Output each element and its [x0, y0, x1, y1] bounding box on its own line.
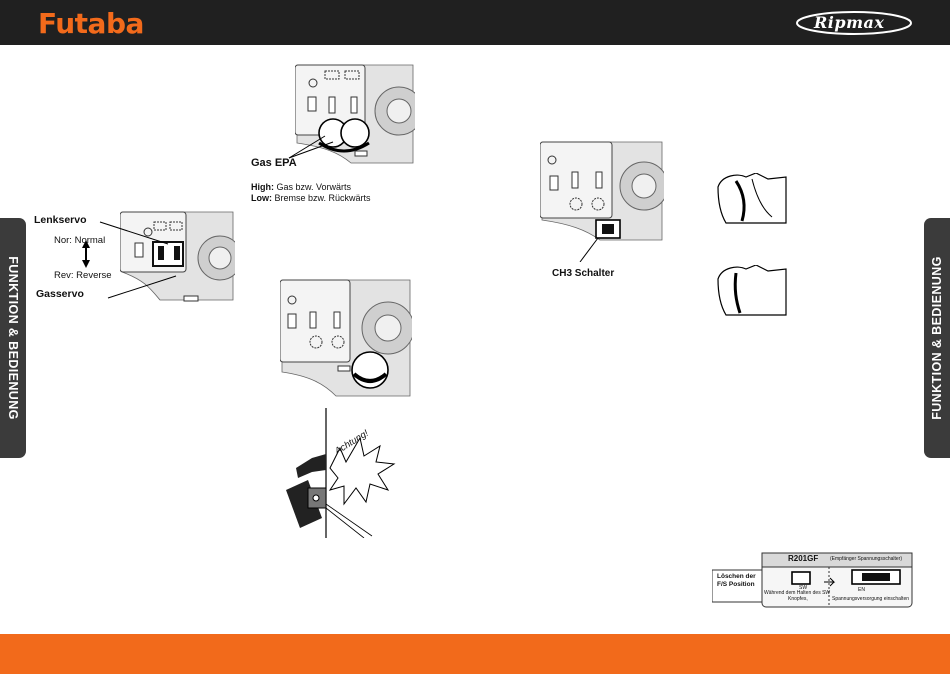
en-label: EN: [858, 587, 865, 593]
clear-title-1: Löschen der: [717, 573, 756, 580]
sw-label: SW: [799, 585, 808, 591]
gas-epa-title: Gas EPA: [251, 157, 297, 169]
transmitter-trim-figure: [280, 279, 412, 397]
receiver-switch-label: (Empfänger Spannungsschalter): [830, 556, 902, 562]
transmitter-ch3-figure: [540, 141, 664, 262]
press-line-2: Knopfes,: [788, 596, 808, 602]
warning-figure: [286, 408, 396, 538]
side-tab-left-label: FUNKTION & BEDIENUNG: [6, 256, 20, 420]
transmitter-servo-figure: [120, 211, 235, 302]
gasservo-label: Gasservo: [36, 288, 84, 300]
press-line-1: Während dem Halten des SW: [764, 590, 831, 596]
side-tab-right-label: FUNKTION & BEDIENUNG: [930, 256, 944, 420]
epa-high-line: High: Gas bzw. Vorwärts: [251, 182, 352, 192]
trigger-figure-2: [717, 265, 787, 316]
futaba-logo: Futaba: [38, 7, 144, 40]
rev-label: Rev: Reverse: [54, 270, 112, 281]
trigger-figure-1: [717, 173, 787, 224]
ch3-label: CH3 Schalter: [552, 268, 615, 279]
clear-title-2: F/S Position: [717, 581, 755, 588]
transmitter-epa-figure: [295, 64, 415, 164]
side-tab-left: FUNKTION & BEDIENUNG: [0, 218, 26, 458]
side-tab-right: FUNKTION & BEDIENUNG: [924, 218, 950, 458]
ripmax-logo: Ripmax: [794, 9, 914, 37]
receiver-diagram: [712, 552, 913, 608]
nor-label: Nor: Normal: [54, 235, 106, 246]
power-on-label: Spannungsversorgung einschalten: [832, 596, 909, 602]
epa-low-line: Low: Bremse bzw. Rückwärts: [251, 193, 371, 203]
footer-bar: [0, 634, 950, 674]
epa-callout-lines: [288, 135, 334, 159]
header-bar: Futaba Ripmax: [0, 0, 950, 45]
lenkservo-label: Lenkservo: [34, 214, 87, 226]
servo-callout-lines: [82, 221, 177, 299]
receiver-model: R201GF: [788, 554, 819, 563]
